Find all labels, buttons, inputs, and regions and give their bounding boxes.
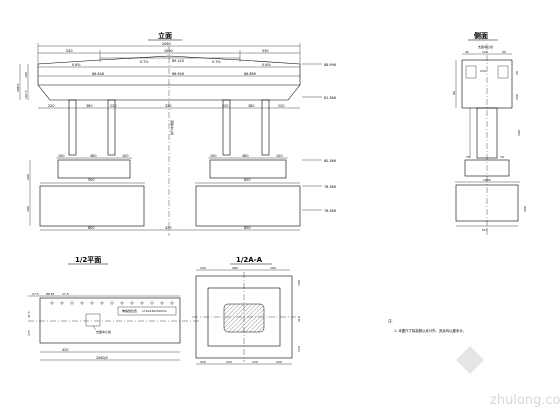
section-view: 1/2A-A 100 280 100 100 210 150 420 120 1…: [192, 256, 301, 365]
elev-3: 80.366: [324, 159, 336, 163]
elev-2: 81.366: [324, 96, 336, 100]
side-note: 支座中心线: [478, 44, 493, 49]
low-dim-3: 800: [244, 226, 250, 230]
half-plan-title: 1/2平面: [75, 256, 101, 264]
plan-bottom-1: 420: [62, 348, 68, 352]
slope-elev: 89.143: [172, 59, 184, 63]
plan-bearing-label: 支座中心线: [96, 329, 111, 334]
side-right-1: 500: [517, 130, 521, 136]
side-dim-1: 45: [465, 50, 469, 54]
side-dim-9: 70: [500, 155, 504, 159]
ft-dim-4: 100: [210, 154, 216, 158]
sec-bottom-4: 100: [276, 360, 282, 364]
low-dim-2: 420: [165, 226, 171, 230]
notes-line-1: 1. 本图尺寸除高程以米计外，其余均以厘米计。: [394, 328, 466, 333]
half-plan-view: 1/2平面 17.5 86.87 17.5 伸缩缝位置 170x130x50mm…: [27, 256, 200, 361]
slope-4: 0.8%: [262, 63, 271, 67]
left-h-2: 300: [26, 206, 30, 212]
deck-level-1: 86.648: [92, 72, 104, 76]
sec-bottom-1: 420: [200, 360, 206, 364]
dim-mid: 1000: [164, 49, 173, 53]
low-dim-1: 800: [88, 226, 94, 230]
plan-bolt-row: [50, 301, 174, 305]
elevation-view: 立面 2060 530 1000 530 0.8% 0.7% 89.143 0.…: [16, 31, 336, 236]
elevation-title: 立面: [158, 31, 172, 40]
cap-dim-4: 320: [165, 104, 171, 108]
slope-2: 0.7%: [140, 60, 149, 64]
ft-dim-6: 100: [276, 154, 282, 158]
cap-dim-1: 220: [48, 104, 54, 108]
side-dim-8: 70: [466, 155, 470, 159]
deck-level-2: 86.946: [172, 72, 184, 76]
dim-total: 2060: [162, 42, 171, 46]
left-h-1: 200: [26, 174, 30, 180]
ft-dim-1: 100: [58, 154, 64, 158]
side-view: 侧面 支座中心线 45 120 45 234 90 30 160 500 70 …: [452, 31, 527, 235]
cap-dim-7: 220: [278, 104, 284, 108]
plan-bottom-2: 2060/2: [96, 356, 108, 360]
watermark: zhulong.com: [456, 346, 560, 408]
ft-dim-5: 480: [242, 154, 248, 158]
sec-right-1: 100: [297, 280, 301, 286]
dim-left: 530: [66, 49, 72, 53]
plan-dim-1: 17.5: [32, 292, 39, 296]
side-dim-5: 90: [452, 91, 456, 95]
dim-right: 530: [262, 49, 268, 53]
cap-dim-5: 220: [222, 104, 228, 108]
elev-1: 88.996: [324, 63, 336, 67]
plan-dim-3: 17.5: [62, 292, 69, 296]
sec-right-2: 210: [297, 316, 301, 322]
cap-dim-2: 380: [86, 104, 92, 108]
sec-top-1: 100: [200, 266, 206, 270]
side-right-2: 300: [523, 206, 527, 212]
left-dim-2: 100: [24, 72, 28, 78]
left-dim-3: 167.5: [24, 90, 28, 99]
plan-dim-2: 86.87: [46, 292, 55, 296]
elev-5: 76.366: [324, 209, 336, 213]
sec-bottom-3: 120: [252, 360, 258, 364]
cap-dim-6: 380: [248, 104, 254, 108]
ft-dim-3: 100: [122, 154, 128, 158]
side-dim-3: 45: [502, 50, 506, 54]
pile-dim-1: 500: [88, 178, 94, 182]
sec-top-3: 100: [270, 266, 276, 270]
elevation-marks: 88.996 81.366 80.366 78.366 76.366: [302, 63, 336, 213]
cap-dim-3: 220: [110, 104, 116, 108]
left-dim-1: 288.5: [16, 83, 20, 92]
sec-right-3: 150: [297, 346, 301, 352]
side-dim-7: 160: [515, 94, 519, 100]
sec-bottom-2: 120: [226, 360, 232, 364]
plan-pipe-size: 170x130x50mm: [142, 309, 167, 313]
side-dim-10: 1000: [483, 178, 491, 182]
side-dim-11: 510: [482, 228, 488, 232]
watermark-text: zhulong.com: [490, 393, 560, 408]
sec-top-2: 280: [232, 266, 238, 270]
ft-dim-2: 480: [90, 154, 96, 158]
plan-dim-4: 47.5: [27, 311, 31, 318]
side-dim-2: 120: [482, 50, 488, 54]
slope-1: 0.8%: [72, 63, 81, 67]
pile-dim-2: 620: [244, 178, 250, 182]
plan-dim-5: 175: [27, 330, 31, 336]
deck-level-3: 86.889: [244, 72, 256, 76]
side-title: 侧面: [474, 31, 488, 40]
plan-pipe-label: 伸缩缝位置: [122, 308, 137, 313]
side-dim-4: 234: [480, 69, 486, 73]
slope-3: 0.7%: [212, 60, 221, 64]
notes-block: 注: 1. 本图尺寸除高程以米计外，其余均以厘米计。: [388, 318, 466, 333]
side-dim-6: 30: [515, 71, 519, 75]
section-title: 1/2A-A: [236, 256, 263, 264]
notes-heading: 注:: [388, 318, 393, 323]
center-note: 道路中心线: [170, 120, 175, 135]
elev-4: 78.366: [324, 185, 336, 189]
